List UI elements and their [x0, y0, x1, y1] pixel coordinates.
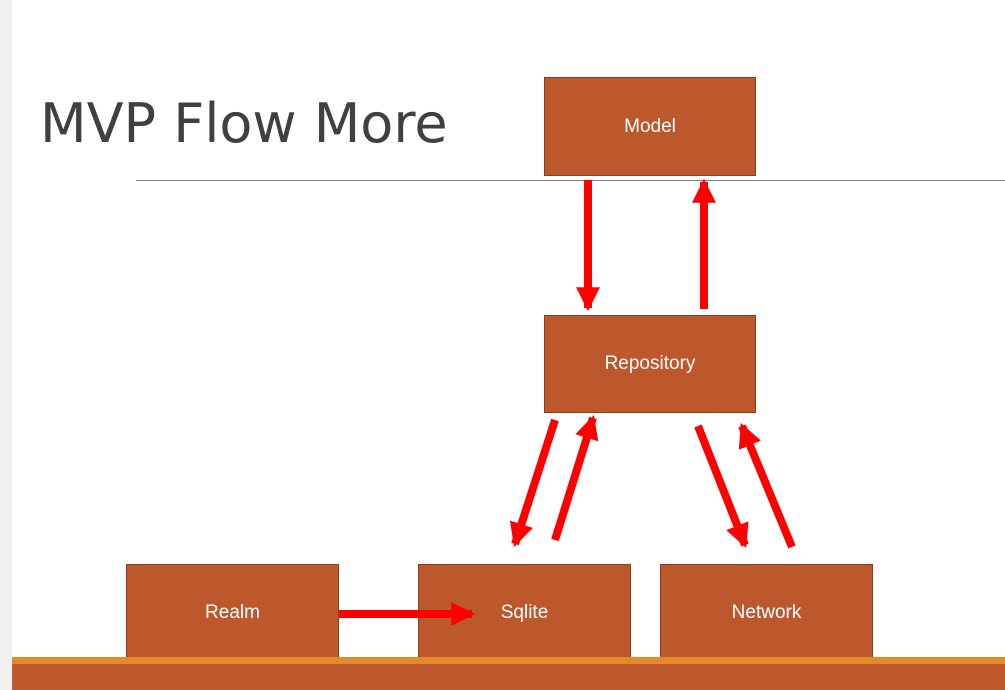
footer-accent-line: [12, 657, 1005, 664]
repository-box: Repository: [544, 315, 756, 413]
arrow-network-to-repository: [738, 423, 796, 549]
slide: MVP Flow More Model Repository Realm Sql…: [12, 0, 1005, 690]
arrow-repository-to-sqlite: [509, 418, 559, 548]
arrow-sqlite-to-repository: [551, 414, 599, 542]
realm-box: Realm: [126, 564, 339, 662]
network-box: Network: [660, 564, 873, 662]
title-divider: [136, 180, 1005, 181]
arrow-repository-to-network: [694, 424, 749, 548]
footer-bar: [12, 664, 1005, 690]
model-box: Model: [544, 77, 756, 176]
slide-title: MVP Flow More: [40, 92, 448, 155]
arrows-layer: [339, 178, 796, 626]
